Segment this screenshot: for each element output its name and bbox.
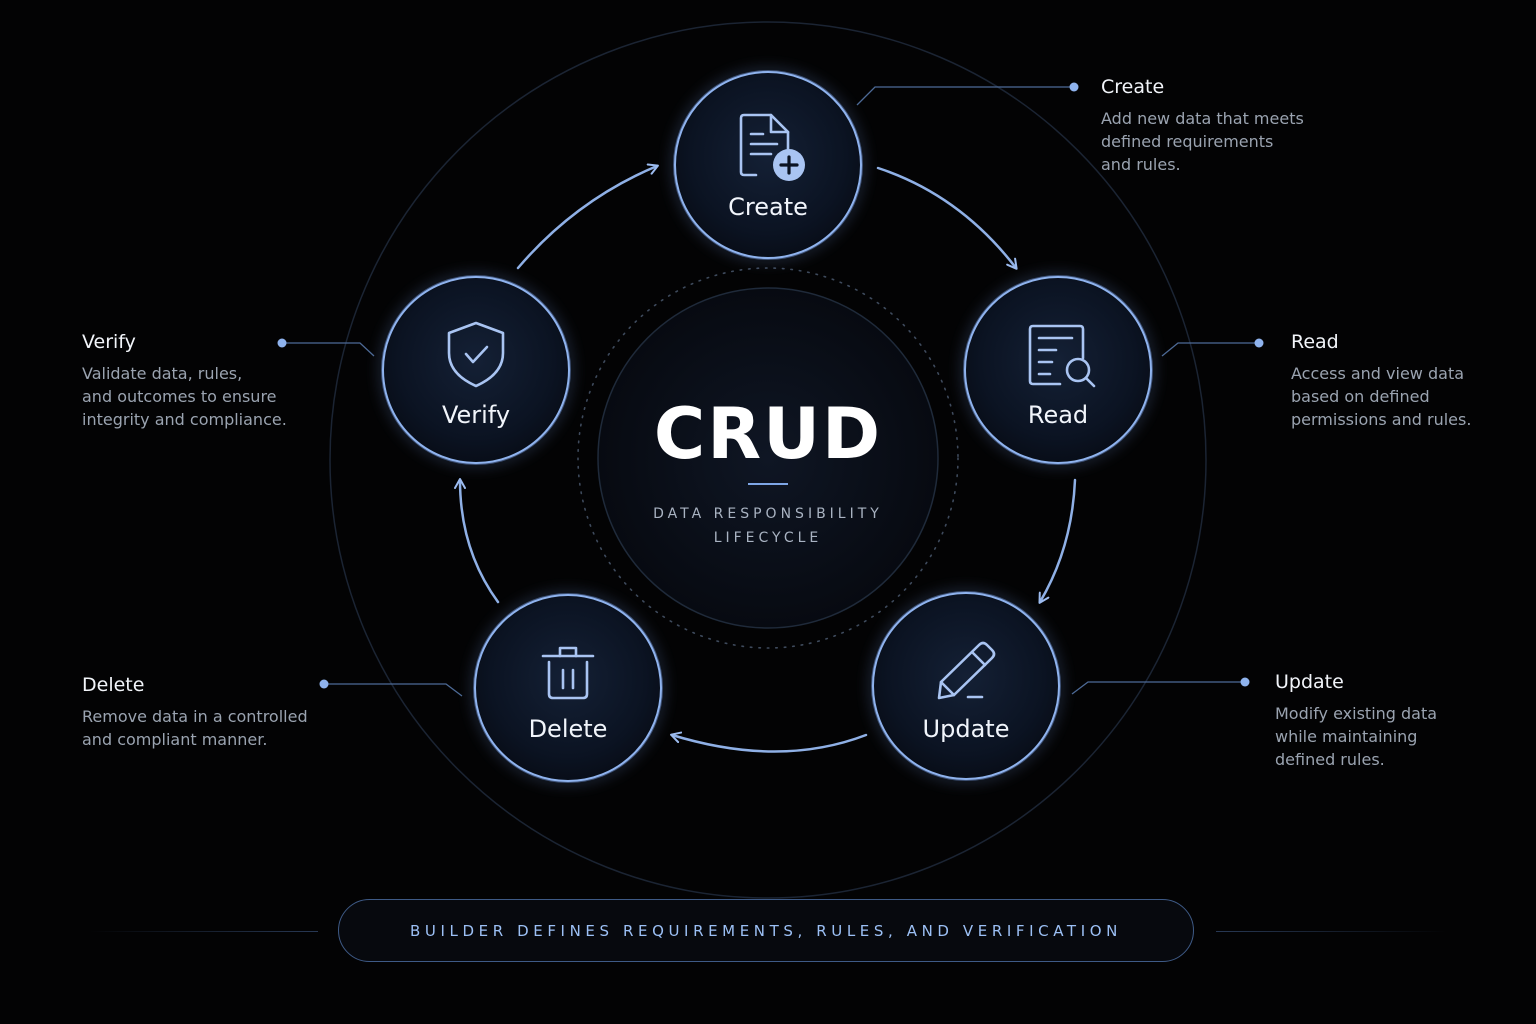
arrow-delete-to-verify xyxy=(454,478,500,604)
footer-banner: BUILDER DEFINES REQUIREMENTS, RULES, AND… xyxy=(338,899,1194,962)
trash-icon xyxy=(541,646,595,700)
description-read-text: Access and view data based on defined pe… xyxy=(1291,364,1472,429)
center-dotted-ring xyxy=(577,267,959,649)
arrow-read-to-update xyxy=(1038,478,1077,604)
footer-line-right xyxy=(1216,931,1446,932)
description-update-text: Modify existing data while maintaining d… xyxy=(1275,704,1438,769)
node-update[interactable]: Update xyxy=(871,591,1061,781)
leader-update xyxy=(1071,681,1245,695)
leader-read xyxy=(1161,342,1259,357)
document-search-icon xyxy=(1028,324,1096,388)
description-read: Read Access and view data based on defin… xyxy=(1291,330,1531,431)
center-subtitle-line1: DATA RESPONSIBILITY xyxy=(653,506,883,522)
node-delete-label: Delete xyxy=(529,715,608,743)
node-create-label: Create xyxy=(728,193,808,221)
document-plus-icon xyxy=(739,113,805,181)
description-verify: Verify Validate data, rules, and outcome… xyxy=(82,330,342,431)
leader-delete xyxy=(324,683,463,697)
node-update-label: Update xyxy=(923,715,1010,743)
center-subtitle-line2: LIFECYCLE xyxy=(714,530,823,546)
leader-dot-read xyxy=(1254,338,1264,348)
description-create-text: Add new data that meets defined requirem… xyxy=(1101,109,1304,174)
leader-verify xyxy=(282,342,375,357)
description-update: Update Modify existing data while mainta… xyxy=(1275,670,1525,771)
node-create[interactable]: Create xyxy=(673,70,863,260)
node-delete[interactable]: Delete xyxy=(473,593,663,783)
outer-ring xyxy=(329,21,1207,899)
description-delete-title: Delete xyxy=(82,674,145,696)
leader-lines xyxy=(277,82,1264,697)
center-circle xyxy=(597,287,939,629)
pencil-icon xyxy=(937,641,996,700)
description-create: Create Add new data that meets defined r… xyxy=(1101,75,1361,176)
description-delete: Delete Remove data in a controlled and c… xyxy=(82,673,342,751)
leader-dot-update xyxy=(1240,677,1250,687)
footer-text: BUILDER DEFINES REQUIREMENTS, RULES, AND… xyxy=(410,921,1122,940)
node-read-label: Read xyxy=(1028,401,1088,429)
description-read-title: Read xyxy=(1291,331,1339,353)
leader-create xyxy=(856,86,1074,106)
description-verify-text: Validate data, rules, and outcomes to en… xyxy=(82,364,287,429)
leader-dot-verify xyxy=(277,338,287,348)
footer-line-left xyxy=(90,931,318,932)
center-title: CRUD xyxy=(654,393,882,475)
description-create-title: Create xyxy=(1101,76,1165,98)
arrow-update-to-delete xyxy=(670,731,868,753)
description-verify-title: Verify xyxy=(82,331,136,353)
node-verify[interactable]: Verify xyxy=(381,275,571,465)
description-update-title: Update xyxy=(1275,671,1344,693)
arrow-verify-to-create xyxy=(516,163,659,270)
arrow-create-to-read xyxy=(876,166,1018,270)
node-verify-label: Verify xyxy=(442,401,510,429)
shield-check-icon xyxy=(447,321,505,388)
cycle-arrows xyxy=(454,163,1077,753)
leader-dot-delete xyxy=(319,679,329,689)
node-read[interactable]: Read xyxy=(963,275,1153,465)
center-hub: CRUD DATA RESPONSIBILITY LIFECYCLE xyxy=(577,267,959,649)
leader-dot-create xyxy=(1069,82,1079,92)
description-delete-text: Remove data in a controlled and complian… xyxy=(82,707,308,749)
